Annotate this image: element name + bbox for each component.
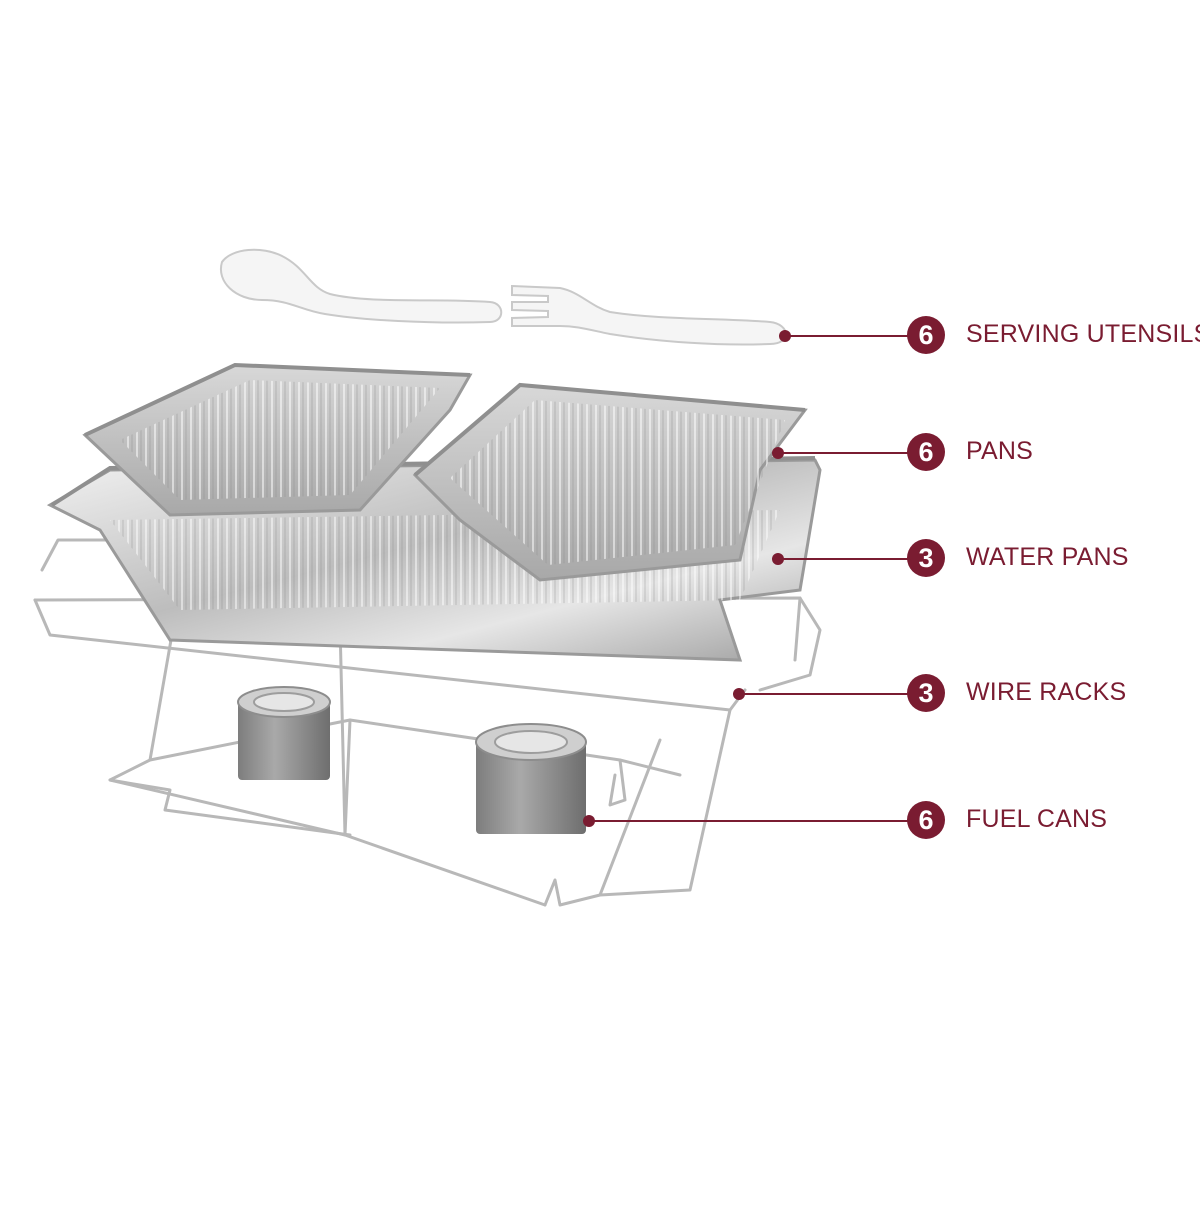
callout-fuel-cans: 6 FUEL CANS <box>0 801 1200 841</box>
item-label: FUEL CANS <box>966 805 1108 833</box>
fuel-can-icon <box>237 686 331 780</box>
callout-water-pans: 3 WATER PANS <box>0 539 1200 579</box>
quantity-badge: 6 <box>907 433 945 471</box>
quantity-badge: 3 <box>907 539 945 577</box>
item-label: PANS <box>966 437 1034 465</box>
callout-wire-racks: 3 WIRE RACKS <box>0 674 1200 714</box>
leader-line <box>589 820 909 822</box>
serving-fork-icon <box>511 284 787 346</box>
half-size-pan-icon <box>82 362 473 517</box>
callout-pans: 6 PANS <box>0 433 1200 473</box>
callout-serving-utensils: 6 SERVING UTENSILS <box>0 316 1200 356</box>
quantity-badge: 3 <box>907 674 945 712</box>
quantity-badge: 6 <box>907 316 945 354</box>
serving-spoon-icon <box>219 248 503 324</box>
item-label: WATER PANS <box>966 543 1129 571</box>
leader-line <box>739 693 909 695</box>
item-label: WIRE RACKS <box>966 678 1127 706</box>
fuel-can-icon <box>475 723 587 834</box>
item-label: SERVING UTENSILS <box>966 320 1200 348</box>
leader-line <box>778 452 909 454</box>
leader-line <box>785 335 909 337</box>
half-size-pan-icon <box>412 382 808 582</box>
leader-line <box>778 558 909 560</box>
quantity-badge: 6 <box>907 801 945 839</box>
